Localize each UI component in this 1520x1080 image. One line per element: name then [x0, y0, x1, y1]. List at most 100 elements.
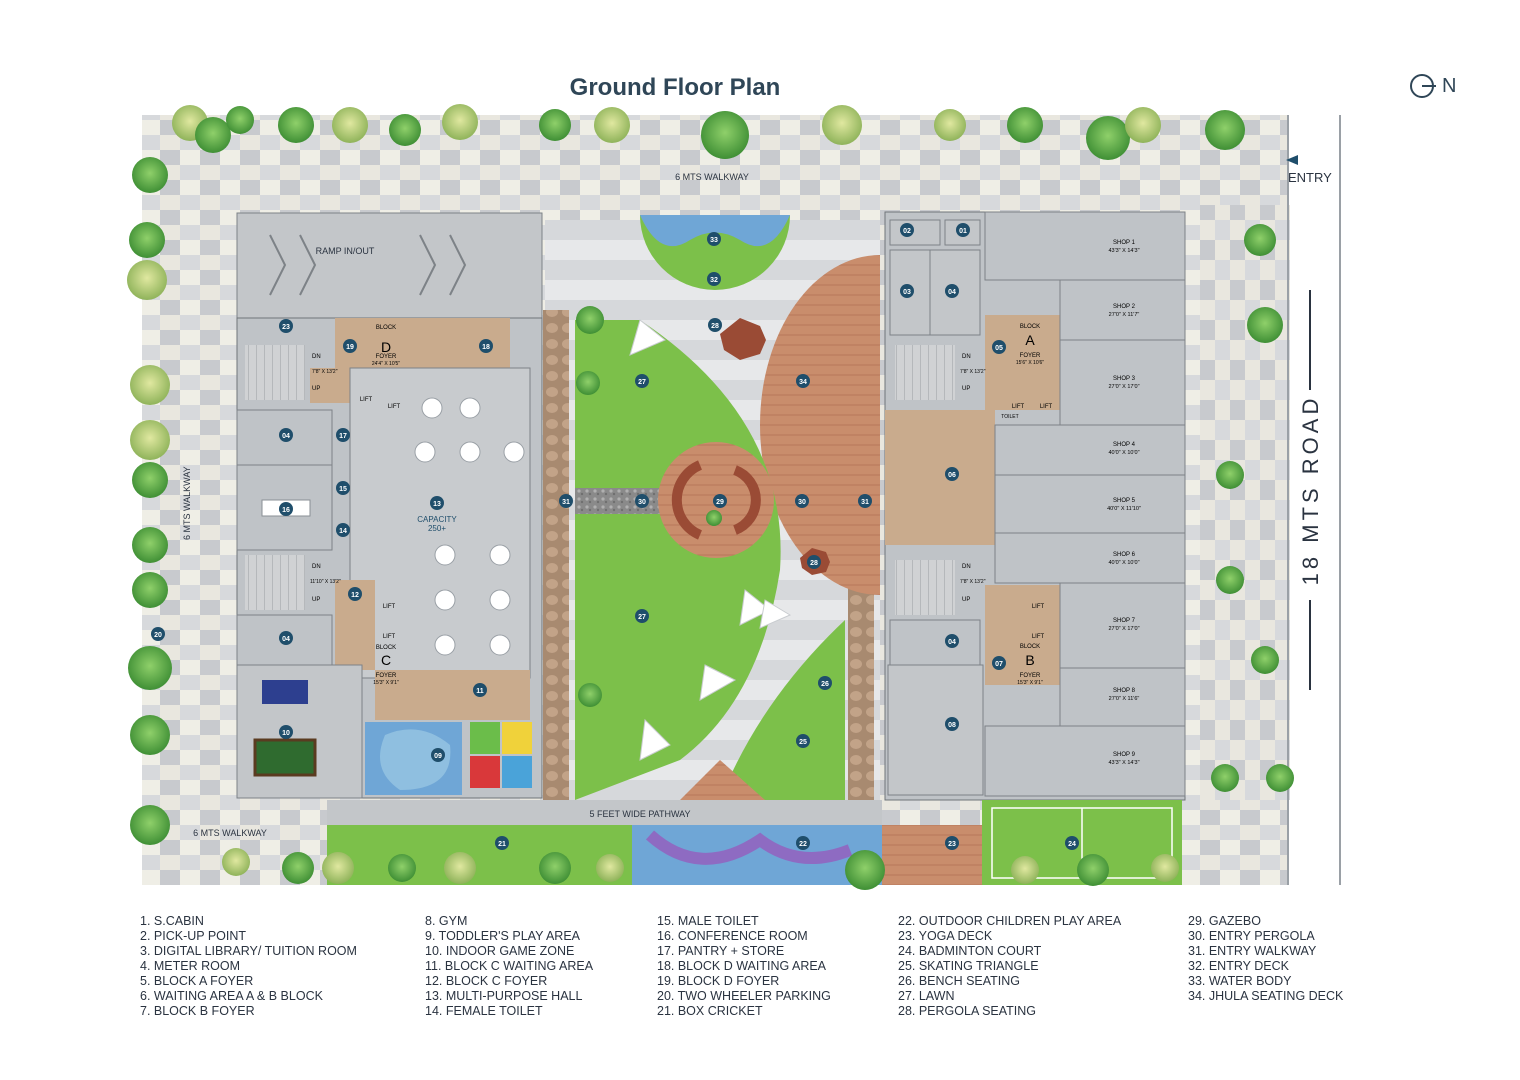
area-marker-03: 03 — [900, 284, 914, 298]
legend-item: 6. WAITING AREA A & B BLOCK — [140, 989, 323, 1003]
block-a-letter: A — [1025, 332, 1035, 348]
multipurpose-hall — [349, 367, 531, 679]
lift-b1: LIFT — [1032, 604, 1045, 610]
svg-text:17: 17 — [339, 433, 347, 440]
svg-text:03: 03 — [903, 289, 911, 296]
stair-a-dim: 7'8" X 13'2" — [960, 369, 986, 375]
svg-text:25: 25 — [799, 739, 807, 746]
svg-text:30: 30 — [638, 499, 646, 506]
shop-size: 43'3" X 14'3" — [1108, 760, 1139, 766]
stair-d-up: UP — [312, 386, 320, 392]
shop-labels: SHOP 143'3" X 14'3"SHOP 227'0" X 11'7"SH… — [1107, 240, 1141, 766]
legend-item: 27. LAWN — [898, 989, 955, 1003]
stair-c-dn: DN — [312, 564, 321, 570]
area-marker-17: 17 — [336, 428, 350, 442]
entry-label: ENTRY — [1288, 170, 1332, 185]
area-marker-04: 04 — [945, 634, 959, 648]
toilet-a: TOILET — [1001, 414, 1018, 420]
stair-b-dim: 7'8" X 13'2" — [960, 579, 986, 585]
legend-item: 12. BLOCK C FOYER — [425, 974, 548, 988]
block-a-stairs — [895, 345, 955, 400]
svg-text:32: 32 — [710, 277, 718, 284]
shop-name: SHOP 5 — [1113, 498, 1136, 504]
svg-text:16: 16 — [282, 507, 290, 514]
area-marker-05: 05 — [992, 340, 1006, 354]
block-b-word: BLOCK — [1020, 644, 1040, 650]
ramp — [236, 212, 543, 319]
area-marker-24: 24 — [1065, 836, 1079, 850]
area-marker-22: 22 — [796, 836, 810, 850]
svg-text:02: 02 — [903, 228, 911, 235]
lift-d1: LIFT — [360, 397, 373, 403]
stair-d-dim: 7'8" X 13'2" — [312, 369, 338, 375]
block-a-word: BLOCK — [1020, 324, 1040, 330]
table-tennis-icon — [262, 680, 308, 704]
north-arrow-icon — [1410, 74, 1436, 98]
block-b-foyer-label: FOYER — [1020, 673, 1041, 679]
area-marker-20: 20 — [151, 627, 165, 641]
block-c-word: BLOCK — [376, 645, 396, 651]
top-walkway-label: 6 MTS WALKWAY — [675, 172, 749, 182]
block-d-letter: D — [381, 339, 391, 355]
svg-text:23: 23 — [282, 324, 290, 331]
lift-d2: LIFT — [388, 404, 401, 410]
area-marker-11: 11 — [473, 683, 487, 697]
entry-walkway-left — [543, 310, 569, 800]
shop-name: SHOP 7 — [1113, 618, 1136, 624]
svg-text:04: 04 — [282, 636, 290, 643]
svg-text:31: 31 — [562, 499, 570, 506]
svg-text:21: 21 — [498, 841, 506, 848]
ludo-board-icon — [470, 722, 532, 788]
area-marker-28: 28 — [708, 318, 722, 332]
stair-c-up: UP — [312, 597, 320, 603]
svg-text:04: 04 — [282, 433, 290, 440]
stair-b-dn: DN — [962, 564, 971, 570]
area-marker-02: 02 — [900, 223, 914, 237]
block-d-foyer-label: FOYER — [376, 354, 397, 360]
svg-text:09: 09 — [434, 753, 442, 760]
entry-arrow-icon — [1286, 155, 1298, 165]
block-b-foyer — [985, 585, 1060, 685]
svg-text:29: 29 — [716, 499, 724, 506]
box-cricket — [327, 825, 632, 885]
shop-name: SHOP 4 — [1113, 442, 1136, 448]
shop-size: 40'0" X 11'10" — [1107, 506, 1141, 512]
skating-lawn — [720, 620, 845, 800]
svg-text:07: 07 — [995, 661, 1003, 668]
svg-text:27: 27 — [638, 614, 646, 621]
block-a-dim: 15'6" X 10'6" — [1016, 360, 1044, 366]
legend-item: 18. BLOCK D WAITING AREA — [657, 959, 827, 973]
area-marker-32: 32 — [707, 272, 721, 286]
area-marker-33: 33 — [707, 232, 721, 246]
north-letter: N — [1442, 74, 1457, 97]
svg-text:08: 08 — [948, 722, 956, 729]
ramp-label: RAMP IN/OUT — [316, 246, 375, 256]
svg-text:30: 30 — [798, 499, 806, 506]
legend-item: 5. BLOCK A FOYER — [140, 974, 254, 988]
legend-item: 22. OUTDOOR CHILDREN PLAY AREA — [898, 914, 1122, 928]
legend-item: 32. ENTRY DECK — [1188, 959, 1289, 973]
road-label: 18 MTS ROAD — [1298, 395, 1323, 586]
area-marker-23: 23 — [945, 836, 959, 850]
waiting-area — [885, 410, 995, 545]
svg-text:06: 06 — [948, 472, 956, 479]
area-marker-21: 21 — [495, 836, 509, 850]
area-marker-18: 18 — [479, 339, 493, 353]
pathway — [327, 800, 882, 825]
legend-item: 17. PANTRY + STORE — [657, 944, 785, 958]
area-marker-09: 09 — [431, 748, 445, 762]
yoga-deck — [882, 825, 982, 885]
jhula-seating-deck — [760, 255, 880, 595]
block-c-stairs — [245, 555, 305, 610]
shop-name: SHOP 9 — [1113, 752, 1136, 758]
road-label-wrap: 18 MTS ROAD — [1286, 280, 1334, 700]
north-indicator: N — [1410, 74, 1456, 98]
svg-text:20: 20 — [154, 632, 162, 639]
area-marker-15: 15 — [336, 481, 350, 495]
block-d-word: BLOCK — [376, 325, 396, 331]
legend-item: 21. BOX CRICKET — [657, 1004, 763, 1018]
legend-item: 10. INDOOR GAME ZONE — [425, 944, 575, 958]
block-a-foyer — [985, 315, 1060, 410]
legend-item: 3. DIGITAL LIBRARY/ TUITION ROOM — [140, 944, 357, 958]
